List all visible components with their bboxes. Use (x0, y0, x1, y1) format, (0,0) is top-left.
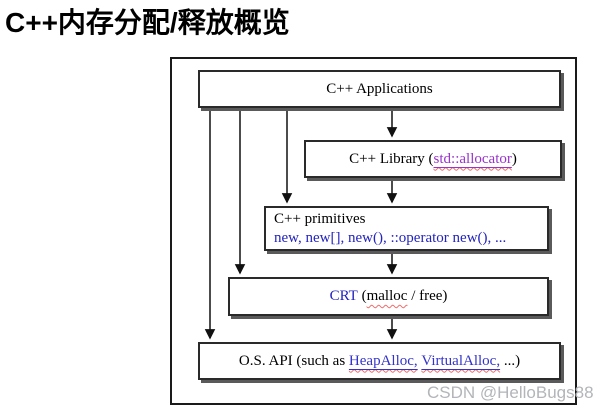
box-crt: CRT (malloc / free) (228, 277, 549, 316)
box-cpp-applications: C++ Applications (198, 70, 561, 108)
heapalloc-squiggle: HeapAlloc, (349, 353, 418, 370)
std-allocator-link[interactable]: std::allocator (433, 150, 512, 167)
box-cpp-primitives: C++ primitives new, new[], new(), ::oper… (264, 206, 549, 251)
crt-paren-rest: / free) (407, 288, 448, 304)
os-api-label-suffix: ...) (500, 352, 521, 369)
box-os-api: O.S. API (such as HeapAlloc, VirtualAllo… (198, 342, 561, 380)
virtualalloc-link[interactable]: VirtualAlloc, (421, 352, 501, 369)
cpp-primitives-operators: new, new[], new(), ::operator new(), ... (274, 229, 507, 246)
cpp-primitives-title: C++ primitives (274, 210, 366, 227)
crt-paren-open: ( (357, 288, 367, 304)
heapalloc-link[interactable]: HeapAlloc, (348, 352, 418, 369)
std-allocator-squiggle: std::allocator (434, 151, 512, 168)
cpp-applications-label: C++ Applications (326, 80, 433, 97)
virtualalloc-squiggle: VirtualAlloc, (421, 353, 500, 370)
os-api-label-prefix: O.S. API (such as (238, 352, 349, 369)
crt-label: CRT (329, 288, 358, 304)
box-cpp-library: C++ Library (std::allocator) (304, 140, 562, 178)
csdn-watermark: CSDN @HelloBugs88 (427, 383, 594, 402)
cpp-library-label-prefix: C++ Library ( (349, 150, 434, 167)
malloc-squiggle: malloc (366, 288, 408, 304)
cpp-library-label-suffix: ) (511, 150, 517, 167)
page-title: C++内存分配/释放概览 (5, 7, 290, 38)
